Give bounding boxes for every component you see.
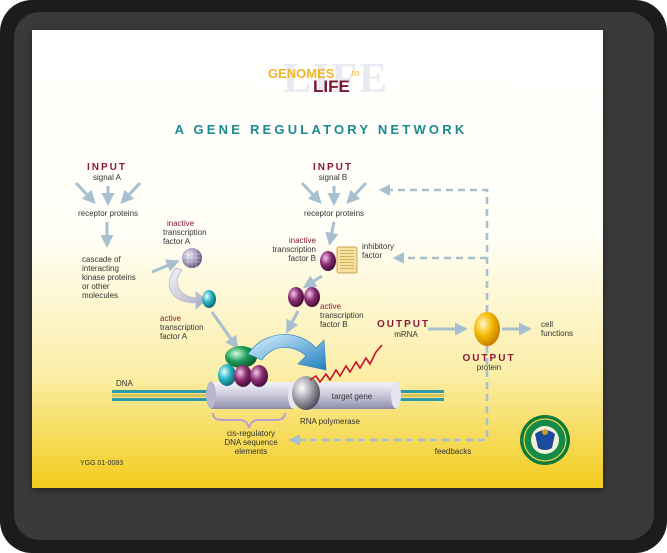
svg-text:functions: functions — [541, 329, 573, 338]
dna-label: DNA — [116, 379, 134, 388]
left-input-block: INPUT signal A — [87, 162, 127, 182]
svg-text:factor: factor — [362, 251, 382, 260]
svg-text:transcription: transcription — [320, 311, 364, 320]
svg-text:factor A: factor A — [160, 332, 188, 341]
svg-text:factor B: factor B — [288, 254, 316, 263]
svg-text:molecules: molecules — [82, 291, 118, 300]
regulatory-cylinder — [206, 382, 298, 410]
svg-text:factor B: factor B — [320, 320, 348, 329]
feedbacks-label: feedbacks — [435, 447, 471, 456]
svg-text:protein: protein — [477, 363, 501, 372]
logo-life: LIFE — [313, 77, 350, 96]
svg-text:active: active — [320, 302, 341, 311]
target-gene-label: target gene — [332, 392, 373, 401]
right-signal-label: signal B — [319, 173, 347, 182]
right-receptor-label: receptor proteins — [304, 209, 364, 218]
left-signal-label: signal A — [93, 173, 122, 182]
inactive-tf-b-protein — [320, 251, 336, 271]
rna-polymerase-shape — [292, 376, 320, 410]
left-input-label: INPUT — [87, 162, 127, 173]
left-receptor-label: receptor proteins — [78, 209, 138, 218]
svg-text:DNA sequence: DNA sequence — [224, 438, 278, 447]
doe-seal-icon — [520, 415, 570, 465]
svg-text:cascade of: cascade of — [82, 255, 121, 264]
svg-text:kinase proteins: kinase proteins — [82, 273, 136, 282]
rna-polymerase-label: RNA polymerase — [300, 417, 361, 426]
svg-text:active: active — [160, 314, 181, 323]
logo-to: to — [351, 67, 360, 79]
svg-text:or other: or other — [82, 282, 110, 291]
genomes-to-life-logo: LIFE GENOMES to LIFE — [268, 56, 389, 102]
svg-text:factor A: factor A — [163, 237, 191, 246]
svg-text:transcription: transcription — [160, 323, 204, 332]
svg-text:transcription: transcription — [163, 228, 207, 237]
svg-text:interacting: interacting — [82, 264, 119, 273]
svg-text:inactive: inactive — [167, 219, 195, 228]
figure-code: YGG 01-0083 — [80, 460, 123, 467]
svg-text:inactive: inactive — [289, 236, 317, 245]
right-input-label: INPUT — [313, 162, 353, 173]
svg-text:transcription: transcription — [272, 245, 316, 254]
svg-text:inhibitory: inhibitory — [362, 242, 394, 251]
svg-text:cis-regulatory: cis-regulatory — [227, 429, 275, 438]
active-tf-a-protein — [202, 290, 216, 308]
right-input-block: INPUT signal B — [313, 162, 353, 182]
svg-text:OUTPUT: OUTPUT — [377, 319, 430, 330]
svg-text:mRNA: mRNA — [394, 330, 418, 339]
figure-title: A GENE REGULATORY NETWORK — [175, 122, 468, 137]
output-protein-shape — [474, 312, 500, 346]
svg-text:cell: cell — [541, 320, 553, 329]
svg-text:elements: elements — [235, 447, 267, 456]
